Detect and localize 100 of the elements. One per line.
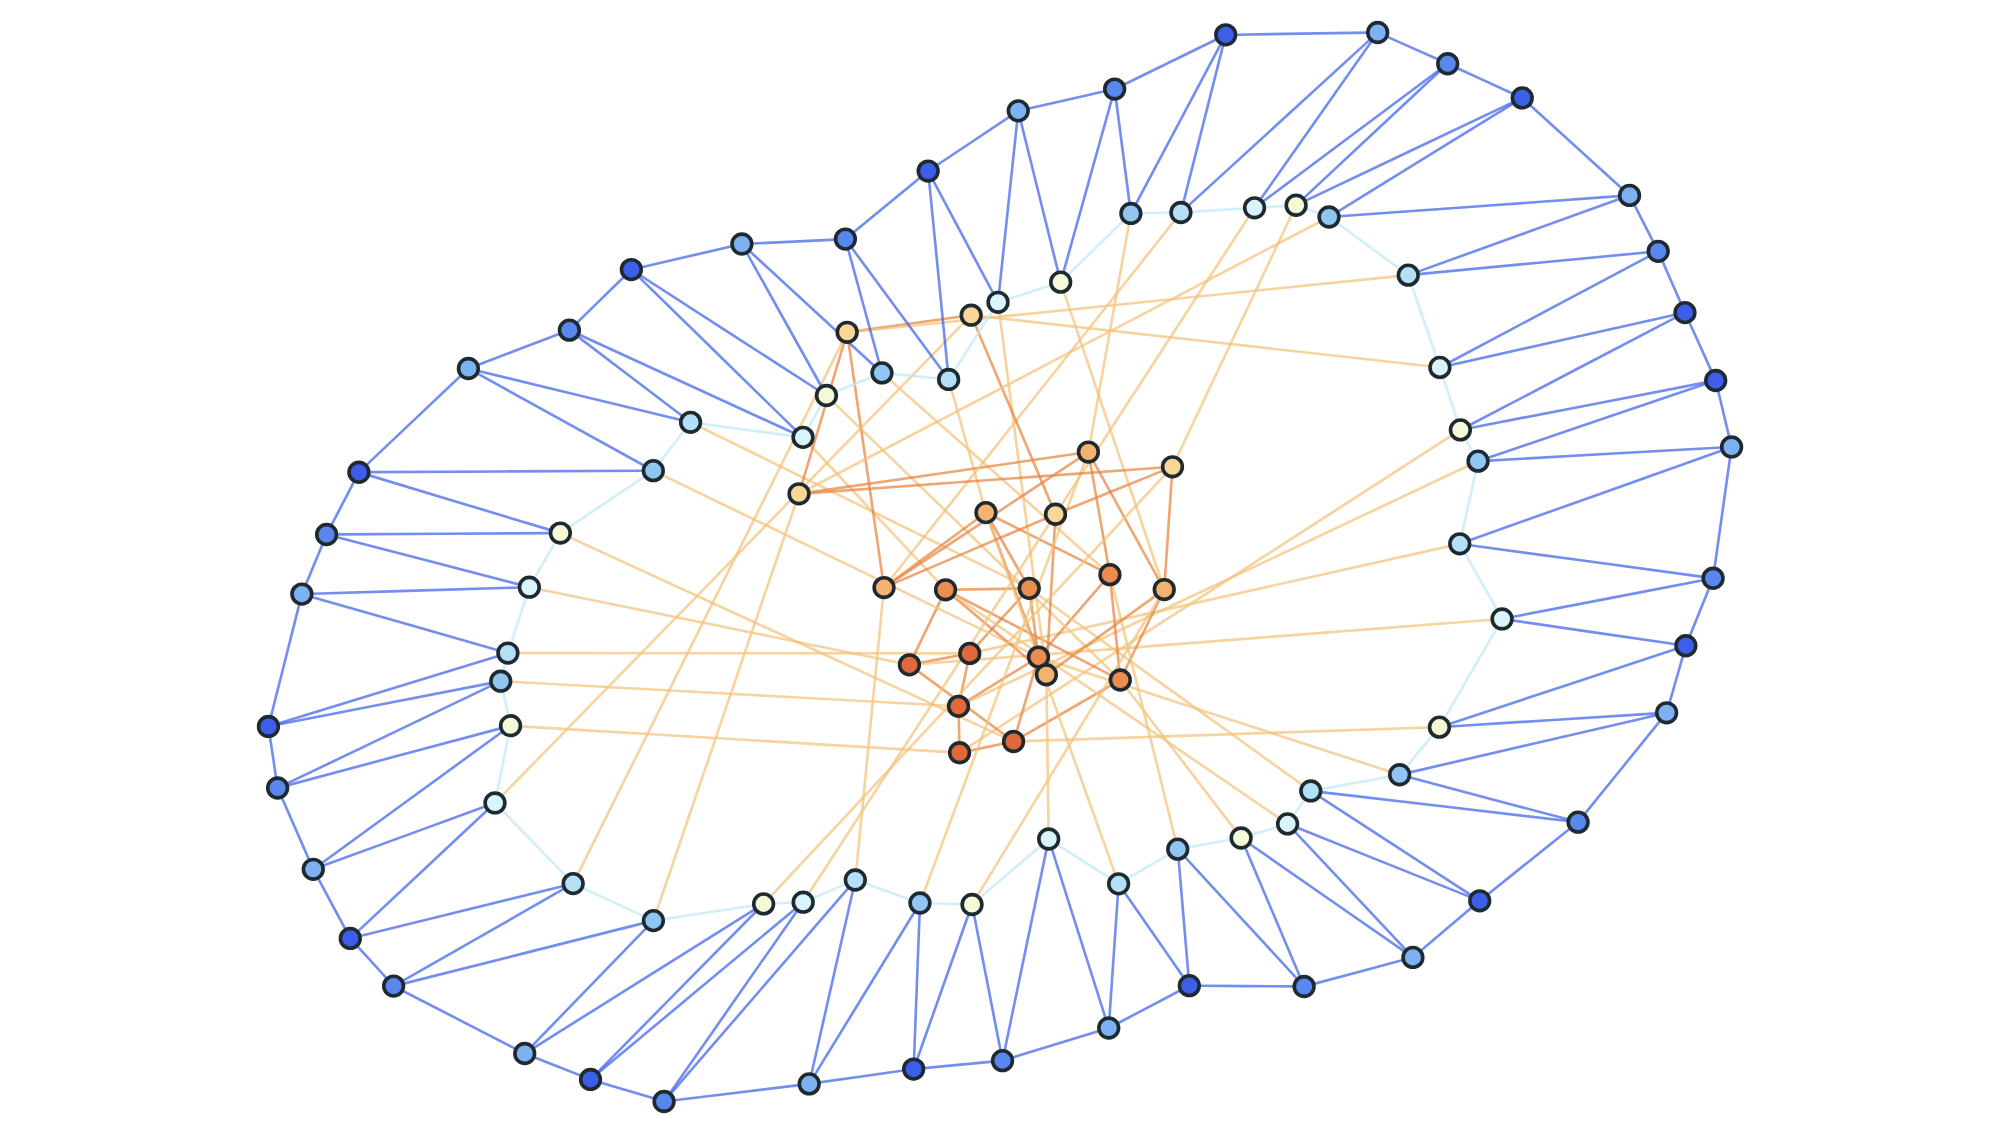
node-circle (1097, 1016, 1121, 1040)
node-circle (1617, 183, 1642, 208)
connector (533, 541, 557, 579)
connector (1488, 446, 1722, 462)
connector (1092, 460, 1161, 582)
node-circle (513, 1041, 537, 1066)
connector (1007, 283, 1052, 301)
connector (967, 434, 1453, 749)
node-circle (256, 714, 281, 739)
connector (1191, 207, 1245, 214)
connector (1460, 471, 1478, 535)
connector (1449, 712, 1657, 728)
node-circle (990, 1048, 1015, 1073)
connector (997, 120, 1019, 293)
connector (952, 595, 1040, 670)
node-circle (1468, 889, 1492, 913)
node-circle (902, 1057, 926, 1081)
connector (402, 989, 517, 1051)
connector (891, 456, 1081, 583)
node-circle (1490, 607, 1514, 631)
connector (1024, 726, 1430, 743)
connector (953, 594, 1281, 820)
connector (1028, 90, 1105, 110)
node-circle (496, 641, 520, 665)
connector (1248, 842, 1406, 953)
connector (989, 520, 1026, 581)
connector (808, 452, 1079, 494)
node-circle (517, 575, 541, 599)
node-circle (498, 714, 523, 738)
node-circle (1006, 99, 1030, 123)
connector (1088, 461, 1110, 565)
connector (403, 921, 644, 985)
node-circle (1214, 23, 1238, 47)
connector (509, 596, 528, 644)
connector (955, 587, 1019, 591)
node-circle (1242, 196, 1267, 220)
node-circle (1106, 872, 1131, 896)
node-circle (1654, 701, 1679, 725)
connector (935, 115, 1011, 167)
node-circle (1037, 827, 1061, 851)
connector (892, 517, 1047, 585)
node-circle (557, 318, 582, 342)
connector (854, 597, 885, 871)
connector (700, 422, 794, 438)
connector (745, 252, 823, 388)
node-circle (1076, 440, 1101, 464)
connector (596, 910, 758, 1074)
connector (835, 375, 873, 393)
connector (979, 544, 1450, 653)
node-circle (1646, 239, 1670, 264)
connector (320, 730, 504, 865)
connector (950, 389, 985, 504)
node-circle (730, 232, 754, 256)
connector (277, 654, 499, 725)
connector (655, 503, 797, 912)
node-circle (641, 459, 665, 483)
node-circle (1673, 300, 1697, 325)
connector (1015, 666, 1037, 733)
connector (581, 886, 645, 918)
connector (916, 669, 1006, 737)
connector (569, 536, 1005, 739)
connector (889, 219, 1176, 581)
connector (477, 332, 561, 367)
node-circle (959, 303, 983, 327)
connector (1250, 825, 1279, 837)
node-circle (974, 500, 998, 525)
connector (1688, 587, 1711, 637)
connector (520, 725, 950, 754)
connector (1044, 581, 1105, 651)
connector (1264, 204, 1287, 209)
connector (286, 684, 492, 785)
connector (1140, 211, 1171, 215)
connector (988, 522, 1117, 875)
connector (1469, 543, 1704, 579)
node-circle (1169, 200, 1193, 225)
connector (1064, 469, 1164, 512)
connector (1187, 838, 1232, 849)
connector (974, 324, 1053, 506)
node-circle (1674, 634, 1698, 658)
connector (322, 805, 487, 868)
connector (819, 1069, 904, 1084)
node-circle (1566, 810, 1590, 834)
connector (311, 595, 499, 652)
connector (915, 913, 970, 1060)
connector (1125, 687, 1237, 831)
node-circle (1026, 645, 1051, 669)
connector (530, 926, 648, 1048)
node-circle (843, 868, 867, 892)
node-circle (1510, 86, 1534, 110)
connector (661, 473, 1030, 654)
connector (1109, 584, 1121, 670)
connector (1022, 684, 1112, 738)
node-circle (751, 892, 776, 916)
connector (1302, 69, 1442, 200)
connector (994, 515, 1102, 572)
connector (1633, 204, 1655, 243)
connector (1409, 713, 1657, 774)
connector (304, 543, 324, 586)
connector (368, 473, 552, 532)
connector (1062, 98, 1114, 273)
